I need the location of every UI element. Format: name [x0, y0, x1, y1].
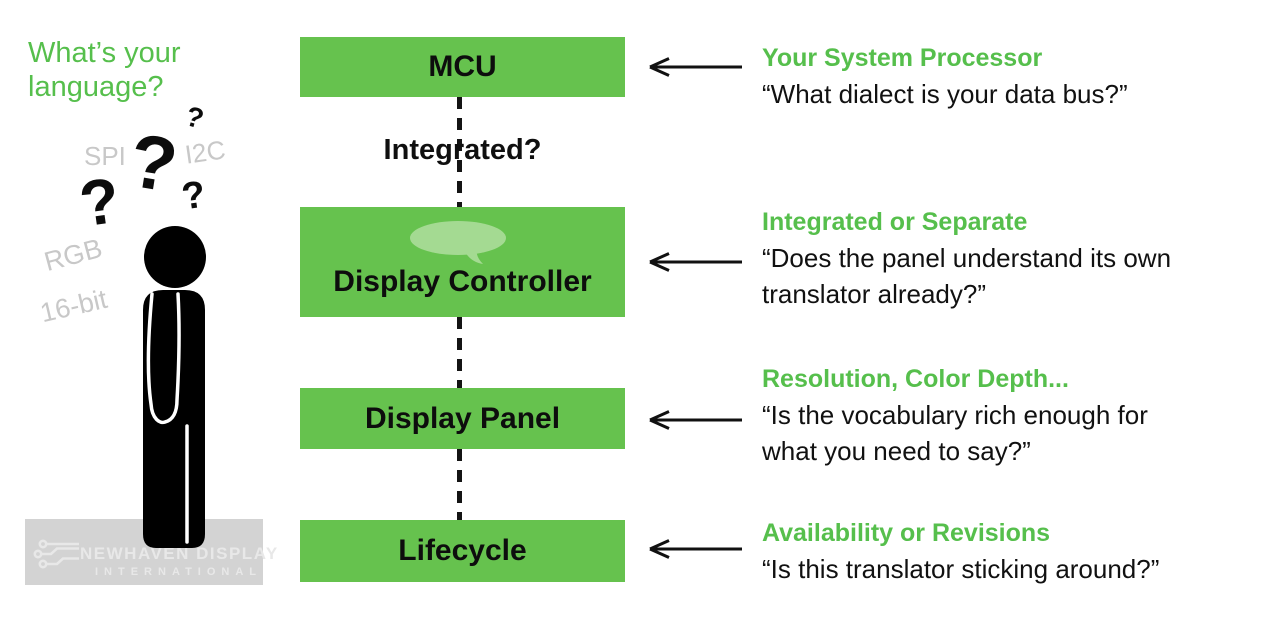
protocol-label-16bit: 16-bit [37, 283, 110, 329]
annotation-heading: Resolution, Color Depth... [762, 365, 1069, 393]
speech-bubble-icon [410, 221, 506, 264]
question-mark-icon: ? [123, 117, 183, 210]
dashed-connector [457, 317, 462, 388]
watermark-text: NEWHAVEN DISPLAY INTERNATIONAL [80, 544, 279, 578]
connector-label-integrated: Integrated? [383, 134, 542, 166]
left-arrow-icon [649, 410, 742, 430]
annotation-display-panel: Resolution, Color Depth... “Is the vocab… [762, 365, 1280, 469]
annotation-quote: “Is this translator sticking around?” [762, 554, 1160, 584]
watermark-subtitle: INTERNATIONAL [95, 566, 263, 578]
flow-box-display-panel: Display Panel [300, 388, 625, 449]
protocol-label-i2c: I2C [183, 134, 228, 170]
annotation-quote: “Does the panel understand its own trans… [762, 243, 1172, 309]
newhaven-logo-icon [33, 539, 79, 569]
annotation-quote: “What dialect is your data bus?” [762, 79, 1128, 109]
annotation-heading: Integrated or Separate [762, 208, 1028, 236]
protocol-label-rgb: RGB [40, 232, 106, 278]
flow-box-display-controller: Display Controller [300, 207, 625, 317]
annotation-quote: “Is the vocabulary rich enough for what … [762, 400, 1148, 466]
question-mark-icon: ? [179, 173, 209, 219]
annotation-heading: Availability or Revisions [762, 519, 1051, 547]
annotation-mcu: Your System Processor “What dialect is y… [762, 44, 1280, 112]
flow-box-label: Display Controller [333, 265, 592, 298]
left-arrow-icon [649, 57, 742, 77]
flow-box-label: Display Panel [364, 401, 561, 435]
annotation-heading: Your System Processor [762, 44, 1043, 72]
watermark-company-name: NEWHAVEN DISPLAY [80, 544, 279, 563]
dashed-connector [457, 449, 462, 520]
dashed-connector [457, 97, 462, 207]
flow-box-mcu: MCU [300, 37, 625, 97]
person-silhouette-icon [143, 226, 206, 548]
page-title: What’s your language? [28, 37, 181, 103]
question-mark-icon: ? [182, 100, 208, 135]
annotation-display-controller: Integrated or Separate “Does the panel u… [762, 208, 1280, 312]
protocol-label-spi: SPI [84, 141, 126, 171]
flow-box-label: MCU [428, 50, 497, 83]
flow-box-label: Lifecycle [398, 534, 527, 567]
flow-box-lifecycle: Lifecycle [300, 520, 625, 582]
left-arrow-icon [649, 539, 742, 559]
left-arrow-icon [649, 252, 742, 272]
annotation-lifecycle: Availability or Revisions “Is this trans… [762, 519, 1280, 587]
question-mark-icon: ? [75, 163, 124, 241]
